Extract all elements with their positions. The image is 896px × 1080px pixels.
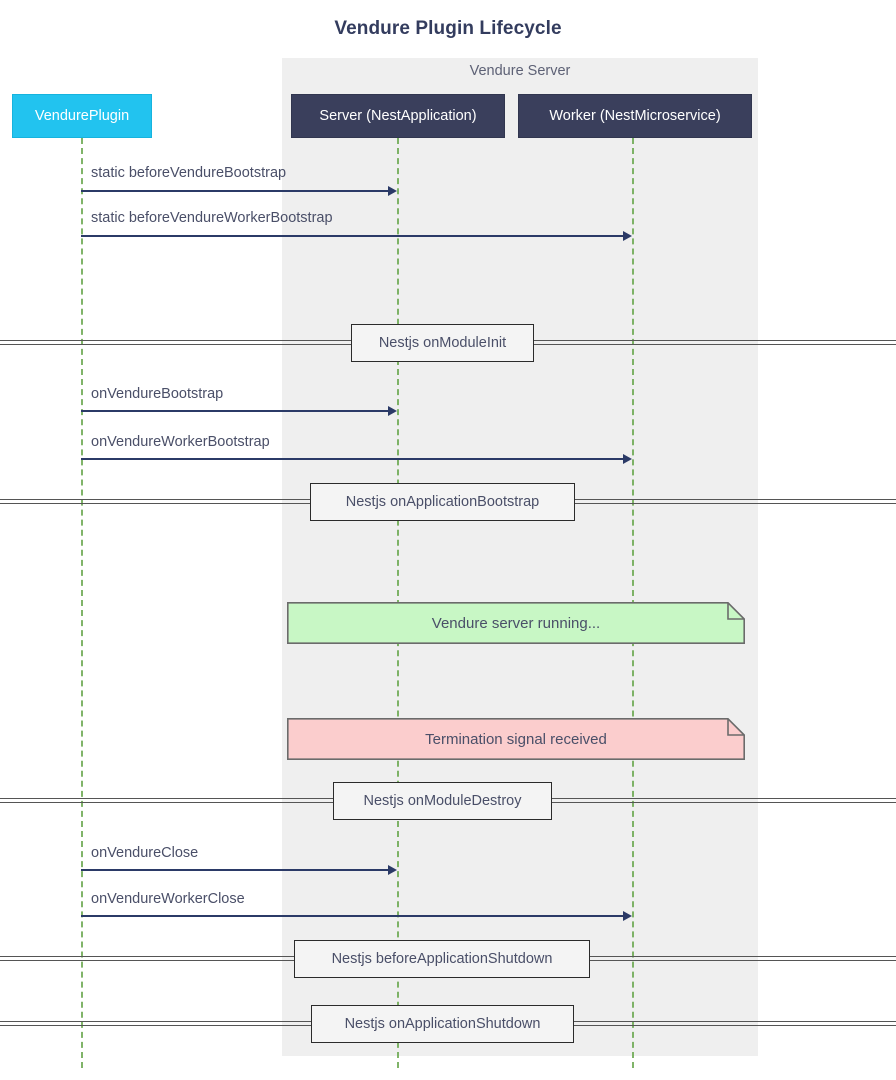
message-line-2	[81, 410, 388, 412]
message-arrowhead-5	[623, 911, 632, 921]
actor-vendure-plugin[interactable]: VendurePlugin	[12, 94, 152, 138]
divider-label-3: Nestjs beforeApplicationShutdown	[331, 951, 553, 967]
message-arrowhead-4	[388, 865, 397, 875]
message-line-5	[81, 915, 623, 917]
actor-label-server: Server (NestApplication)	[319, 108, 477, 124]
divider-box-2: Nestjs onModuleDestroy	[333, 782, 552, 820]
note-shape-red	[287, 718, 745, 760]
message-arrowhead-1	[623, 231, 632, 241]
actor-server[interactable]: Server (NestApplication)	[291, 94, 505, 138]
divider-box-1: Nestjs onApplicationBootstrap	[310, 483, 575, 521]
actor-worker[interactable]: Worker (NestMicroservice)	[518, 94, 752, 138]
actor-label-plugin: VendurePlugin	[34, 108, 130, 124]
message-arrowhead-0	[388, 186, 397, 196]
divider-box-0: Nestjs onModuleInit	[351, 324, 534, 362]
message-arrowhead-3	[623, 454, 632, 464]
message-label-5: onVendureWorkerClose	[91, 891, 245, 907]
note-label-0: Vendure server running...	[431, 614, 601, 632]
divider-box-4: Nestjs onApplicationShutdown	[311, 1005, 574, 1043]
message-line-3	[81, 458, 623, 460]
note-termination-signal: Termination signal received	[287, 718, 745, 760]
divider-label-1: Nestjs onApplicationBootstrap	[345, 494, 540, 510]
message-line-4	[81, 869, 388, 871]
page-title: Vendure Plugin Lifecycle	[334, 18, 562, 39]
divider-label-2: Nestjs onModuleDestroy	[363, 793, 522, 809]
group-label-vendure-server: Vendure Server	[469, 63, 571, 79]
divider-label-4: Nestjs onApplicationShutdown	[344, 1016, 541, 1032]
message-label-3: onVendureWorkerBootstrap	[91, 434, 270, 450]
message-line-0	[81, 190, 388, 192]
actor-label-worker: Worker (NestMicroservice)	[549, 108, 721, 124]
divider-box-3: Nestjs beforeApplicationShutdown	[294, 940, 590, 978]
message-label-0: static beforeVendureBootstrap	[91, 165, 287, 181]
lifeline-plugin	[81, 138, 83, 1068]
message-arrowhead-2	[388, 406, 397, 416]
group-box-vendure-server	[282, 58, 758, 1056]
note-label-1: Termination signal received	[425, 730, 607, 748]
note-server-running: Vendure server running...	[287, 602, 745, 644]
message-line-1	[81, 235, 623, 237]
message-label-2: onVendureBootstrap	[91, 386, 224, 402]
note-shape-green	[287, 602, 745, 644]
message-label-1: static beforeVendureWorkerBootstrap	[91, 210, 333, 226]
message-label-4: onVendureClose	[91, 845, 199, 861]
divider-label-0: Nestjs onModuleInit	[378, 335, 507, 351]
